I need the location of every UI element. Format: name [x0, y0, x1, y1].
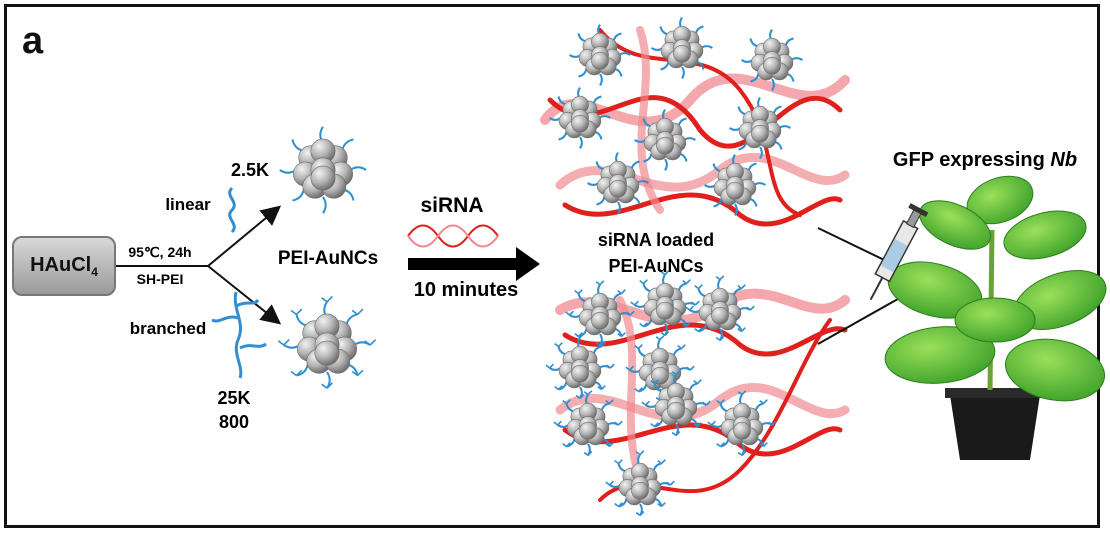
upper-mw-label: 2.5K [231, 160, 269, 180]
linear-pei-aunc [279, 126, 367, 214]
loaded-aunc-lower [605, 450, 675, 517]
plant-pot [950, 395, 1040, 460]
plant-label-species: Nb [1050, 149, 1077, 171]
loading-arrow [408, 247, 540, 281]
loaded-aunc-upper [587, 152, 649, 214]
upper-branch-arrow [207, 205, 282, 267]
reaction-reagent-label: SH-PEI [137, 271, 184, 287]
loading-duration-label: 10 minutes [414, 279, 518, 301]
product-label: PEI-AuNCs [278, 248, 378, 269]
loaded-aunc-upper [704, 154, 766, 216]
hauCl4-text: HAuCl [30, 253, 92, 276]
loaded-label-line2: PEI-AuNCs [608, 256, 703, 276]
plant-label-prefix: GFP expressing [893, 149, 1050, 171]
branched-pei-aunc [277, 295, 377, 389]
au-nanoclusters [277, 17, 803, 517]
loaded-label-line1: siRNA loaded [598, 230, 714, 250]
syringe-icon [869, 203, 929, 301]
upper-polymer-label: linear [165, 195, 211, 214]
loaded-aunc-lower [565, 280, 635, 347]
hauCl4-label: HAuCl4 [30, 254, 98, 279]
pot-rim [945, 388, 1045, 398]
loaded-aunc-lower [630, 270, 700, 337]
lower-mw-label-2: 800 [219, 412, 249, 432]
lower-mw-label-1: 25K [217, 388, 250, 408]
plant-label: GFP expressing Nb [893, 149, 1077, 171]
lower-branch-arrow [207, 265, 282, 325]
sirna-icon [407, 224, 499, 248]
loaded-aunc-upper [634, 109, 696, 171]
loaded-aunc-upper [729, 97, 791, 159]
loaded-aunc-lower [553, 390, 623, 457]
plant-illustration [869, 175, 1107, 460]
reaction-condition-label: 95℃, 24h [128, 244, 191, 260]
loaded-aunc-upper [651, 17, 713, 79]
loaded-aunc-lower [707, 390, 777, 457]
panel-label: a [22, 20, 44, 62]
loaded-aunc-lower [545, 333, 615, 400]
branched-pei-icon [211, 291, 267, 379]
plant-leaves [884, 175, 1107, 402]
hauCl4-node: HAuCl4 [12, 236, 116, 296]
loaded-aunc-lower [685, 275, 755, 342]
injection-line-lower [817, 294, 906, 345]
loaded-aunc-upper [569, 24, 631, 86]
loaded-aunc-upper [549, 87, 611, 149]
lower-polymer-label: branched [130, 319, 207, 338]
hauCl4-subscript: 4 [91, 264, 98, 279]
loading-reagent-label: siRNA [420, 194, 483, 217]
loaded-aunc-upper [741, 29, 803, 91]
linear-pei-icon [228, 186, 236, 234]
loaded-aunc-lower [641, 370, 711, 437]
